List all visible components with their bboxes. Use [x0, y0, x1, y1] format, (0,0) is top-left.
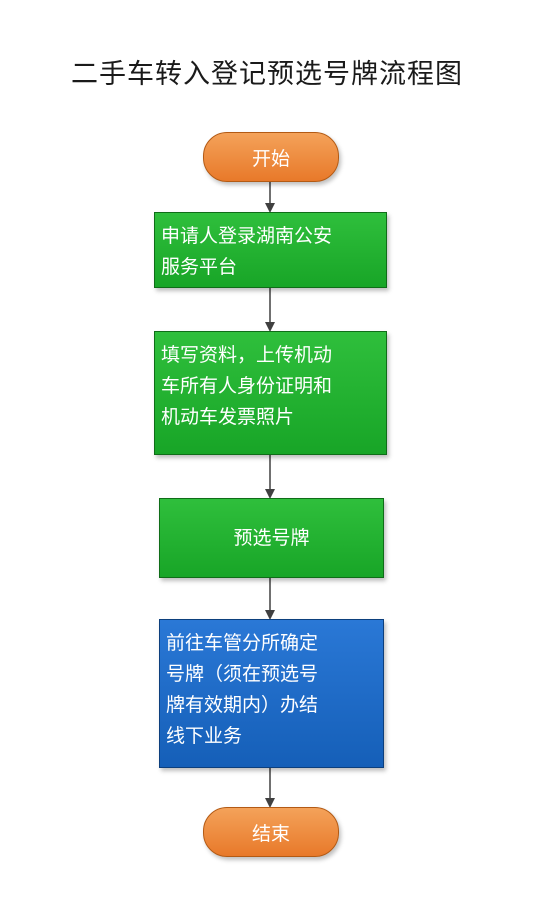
step4-line: 线下业务	[166, 725, 243, 747]
step1-line: 服务平台	[161, 256, 238, 278]
step-upload-documents: 填写资料，上传机动 车所有人身份证明和 机动车发票照片	[154, 331, 387, 455]
start-label: 开始	[251, 147, 290, 170]
step-preselect-plate: 预选号牌	[159, 498, 384, 578]
step2-line: 车所有人身份证明和	[161, 375, 333, 397]
step-login-platform: 申请人登录湖南公安 服务平台	[154, 212, 387, 288]
step4-line: 号牌（须在预选号	[166, 663, 319, 685]
end-node: 结束	[203, 807, 339, 857]
step4-line: 牌有效期内）办结	[166, 694, 319, 716]
diagram-title: 二手车转入登记预选号牌流程图	[71, 59, 463, 90]
step2-line: 机动车发票照片	[161, 406, 295, 428]
step3-label: 预选号牌	[233, 526, 310, 549]
start-node: 开始	[203, 132, 339, 182]
end-label: 结束	[251, 822, 290, 845]
step2-line: 填写资料，上传机动	[161, 344, 333, 366]
step4-line: 前往车管分所确定	[166, 632, 319, 654]
step-finalize-offline: 前往车管分所确定 号牌（须在预选号 牌有效期内）办结 线下业务	[159, 619, 384, 768]
step1-line: 申请人登录湖南公安	[161, 225, 333, 247]
